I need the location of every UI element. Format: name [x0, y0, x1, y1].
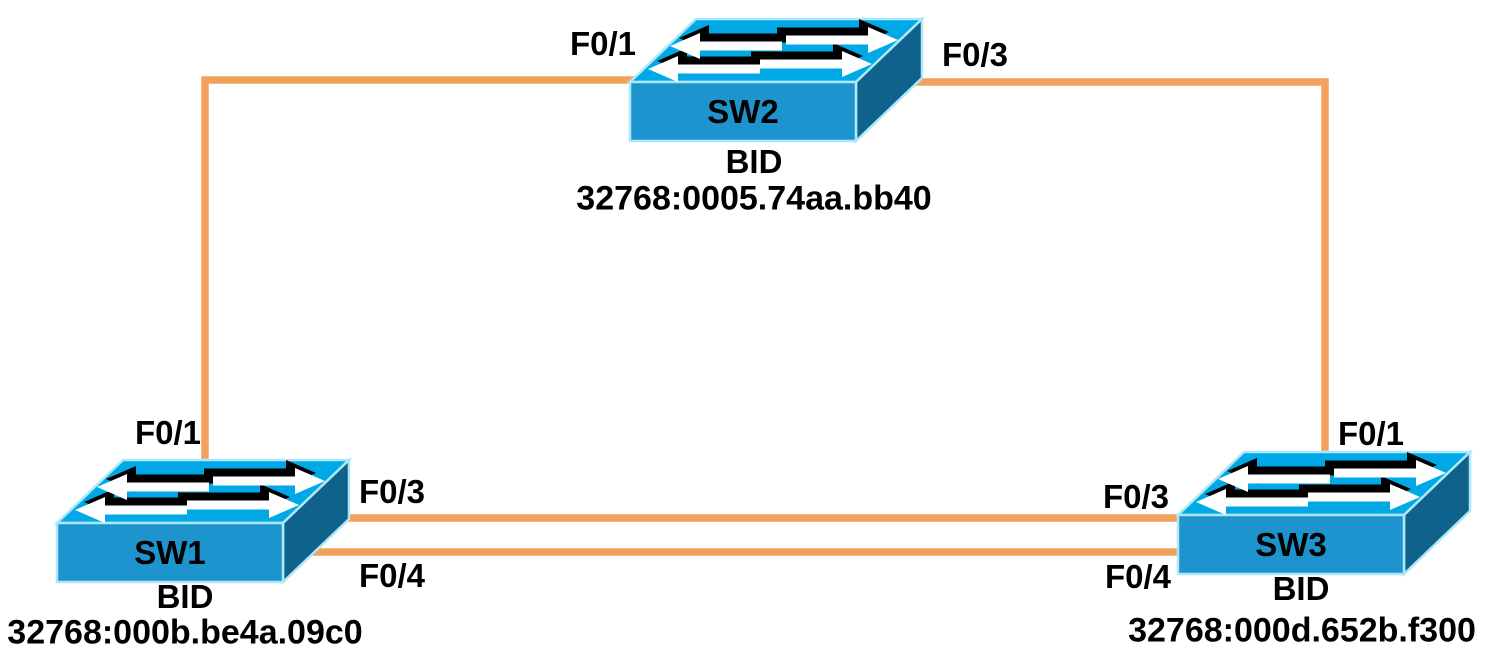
bid-value-sw1: 32768:000b.be4a.09c0 — [7, 613, 363, 652]
port-label-sw3-f0-1: F0/1 — [1337, 414, 1405, 452]
port-label-sw3-f0-4: F0/4 — [1104, 557, 1172, 595]
bid-heading-sw3: BID — [1272, 569, 1330, 607]
port-label-sw1-f0-4: F0/4 — [358, 556, 426, 594]
switch-name-sw1: SW1 — [134, 533, 206, 571]
switch-name-sw3: SW3 — [1255, 525, 1327, 563]
port-label-sw3-f0-3: F0/3 — [1102, 477, 1170, 515]
bid-heading-sw1: BID — [156, 577, 214, 615]
bid-heading-sw2: BID — [725, 142, 783, 180]
bid-value-sw2: 32768:0005.74aa.bb40 — [576, 179, 932, 218]
link-sw2f03-sw3f01 — [914, 78, 1329, 470]
port-label-sw1-f0-1: F0/1 — [134, 413, 202, 451]
port-label-sw2-f0-3: F0/3 — [941, 35, 1009, 73]
port-label-sw1-f0-3: F0/3 — [358, 472, 426, 510]
bid-value-sw3: 32768:000d.652b.f300 — [1128, 611, 1476, 650]
port-label-sw2-f0-1: F0/1 — [569, 24, 637, 62]
switch-name-sw2: SW2 — [707, 92, 779, 130]
link-sw1f01-sw2f01 — [201, 76, 635, 472]
